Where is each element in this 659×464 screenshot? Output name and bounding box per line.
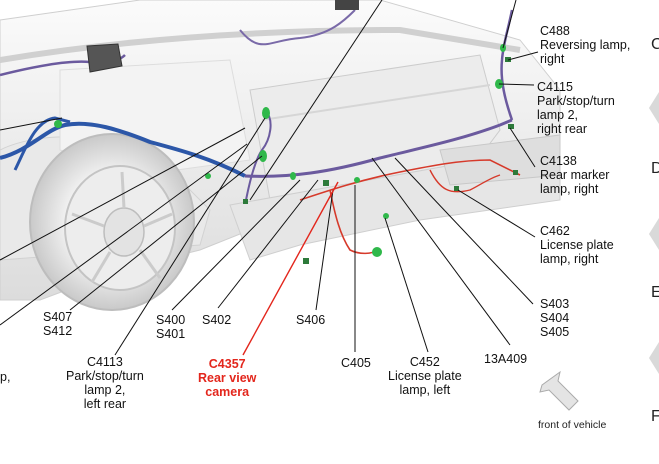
side-tabs (649, 92, 659, 374)
harness-purple-bed (239, 9, 356, 46)
step-bumper (439, 134, 561, 186)
label-s400-s401: S400 S401 (156, 313, 186, 341)
harness-red-drop (329, 189, 379, 255)
harness-blue-branch (13, 116, 71, 171)
label-c4113: C4113 Park/stop/turn lamp 2, left rear (66, 355, 144, 411)
front-arrow-icon (539, 370, 579, 411)
label-c452: C452 License plate lamp, left (388, 355, 462, 397)
label-c4115: C4115 Park/stop/turn lamp 2, right rear (537, 80, 615, 136)
side-letter-e: E (651, 284, 659, 301)
connector-top (335, 0, 359, 10)
label-s406: S406 (296, 313, 326, 327)
tailgate-crease (261, 84, 491, 121)
camera-module (86, 43, 123, 73)
leader-line-camera (242, 181, 339, 356)
label-s407-s412: S407 S412 (43, 310, 73, 338)
harness-red (299, 159, 521, 201)
label-c4357: C4357 Rear view camera (198, 357, 257, 399)
label-13a409: 13A409 (484, 352, 528, 366)
label-c4138: C4138 Rear marker lamp, right (540, 154, 610, 196)
label-s402: S402 (202, 313, 232, 327)
side-letter-f: F (651, 408, 659, 425)
label-c488: C488 Reversing lamp, right (540, 24, 631, 66)
label-left-cut: p, (0, 370, 11, 384)
wheel-spokes (71, 171, 173, 283)
harness-purple-main (244, 118, 513, 178)
label-s403-s405: S403 S404 S405 (540, 297, 570, 339)
front-of-vehicle-caption: front of vehicle (538, 419, 607, 431)
label-c405: C405 (341, 356, 371, 370)
wheel-hub (103, 207, 145, 257)
harness-red-loop (429, 169, 501, 193)
side-letter-c: C (651, 36, 659, 53)
connectors (54, 44, 506, 257)
side-letter-d: D (651, 160, 659, 177)
leader-lines (0, 0, 539, 356)
harness-blue (0, 121, 246, 178)
label-c462: C462 License plate lamp, right (540, 224, 614, 266)
bed-rail (0, 26, 521, 63)
harness-purple-loop (245, 109, 272, 201)
